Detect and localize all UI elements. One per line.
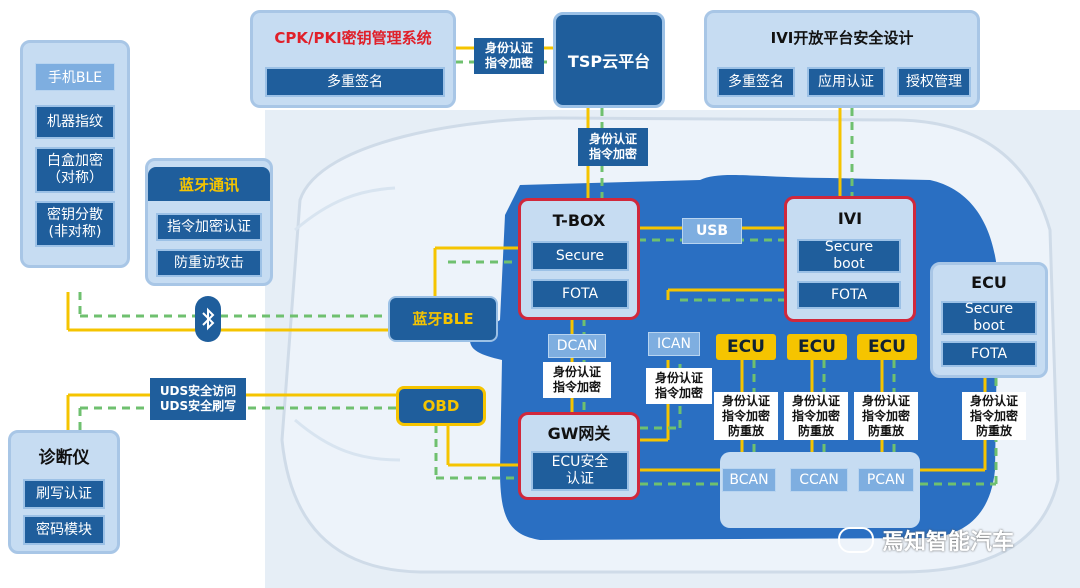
phone-ble-title: 手机BLE: [35, 63, 115, 91]
gateway-node: GW网关 ECU安全 认证: [518, 412, 640, 500]
ecu-right-node: ECU Secure boot FOTA: [930, 262, 1048, 378]
tbox-secure: Secure: [531, 241, 629, 271]
tbox-title: T-BOX: [552, 210, 606, 230]
tbox-node: T-BOX Secure FOTA: [518, 198, 640, 320]
ccan-label: CCAN: [790, 468, 848, 492]
cpk-pki-panel: CPK/PKI密钥管理系统 多重签名: [250, 10, 456, 108]
phone-ble-panel: 手机BLE 机器指纹 白盒加密 （对称） 密钥分散 (非对称): [20, 40, 130, 268]
diagnostic-tool-panel: 诊断仪 刷写认证 密码模块: [8, 430, 120, 554]
auth-label-ecu-2: 身份认证 指令加密 防重放: [784, 392, 848, 440]
ivi-fota: FOTA: [797, 281, 901, 309]
ican-label: ICAN: [648, 332, 700, 356]
ivi-platform-multisig: 多重签名: [717, 67, 795, 97]
tsp-cloud-platform: TSP云平台: [553, 12, 665, 108]
cpk-pki-title: CPK/PKI密钥管理系统: [274, 28, 432, 47]
bluetooth-comm-title: 蓝牙通讯: [148, 167, 270, 201]
ecu-small-2: ECU: [787, 334, 847, 360]
watermark: 焉知智能汽车: [838, 520, 1068, 560]
gateway-ecu-auth: ECU安全 认证: [531, 451, 629, 491]
uds-label: UDS安全访问 UDS安全刷写: [150, 378, 246, 420]
usb-label: USB: [682, 218, 742, 244]
ivi-platform-panel: IVI开放平台安全设计 多重签名 应用认证 授权管理: [704, 10, 980, 108]
tbox-fota: FOTA: [531, 279, 629, 309]
watermark-text: 焉知智能汽车: [882, 530, 1015, 555]
auth-label-ecu-3: 身份认证 指令加密 防重放: [854, 392, 918, 440]
bluetooth-icon: [195, 296, 221, 342]
obd-port: OBD: [396, 386, 486, 426]
ecu-right-secure-boot: Secure boot: [941, 301, 1037, 335]
ivi-platform-title: IVI开放平台安全设计: [770, 28, 914, 47]
auth-label-dcan: 身份认证 指令加密: [543, 362, 611, 398]
bcan-label: BCAN: [722, 468, 776, 492]
anti-replay-attack: 防重访攻击: [156, 249, 262, 277]
ecu-right-fota: FOTA: [941, 341, 1037, 367]
ivi-title: IVI: [837, 208, 863, 228]
machine-fingerprint: 机器指纹: [35, 105, 115, 139]
auth-label-top: 身份认证 指令加密: [474, 38, 544, 74]
auth-label-ecu-right: 身份认证 指令加密 防重放: [962, 392, 1026, 440]
ivi-node: IVI Secure boot FOTA: [784, 196, 916, 322]
auth-label-tsp-tbox: 身份认证 指令加密: [578, 128, 648, 166]
ivi-secure-boot: Secure boot: [797, 239, 901, 273]
diagnostic-tool-title: 诊断仪: [38, 447, 90, 468]
bluetooth-comm-panel: 蓝牙通讯 指令加密认证 防重访攻击: [145, 158, 273, 286]
ecu-small-3: ECU: [857, 334, 917, 360]
key-dispersion: 密钥分散 (非对称): [35, 201, 115, 247]
auth-label-ican: 身份认证 指令加密: [646, 368, 712, 404]
gateway-title: GW网关: [547, 424, 611, 443]
whitebox-encryption: 白盒加密 （对称）: [35, 147, 115, 193]
ecu-small-1: ECU: [716, 334, 776, 360]
ivi-platform-authorization: 授权管理: [897, 67, 971, 97]
dcan-label: DCAN: [548, 334, 606, 358]
ivi-platform-app-auth: 应用认证: [807, 67, 885, 97]
wechat-icon: [838, 527, 874, 553]
ble-module: 蓝牙BLE: [388, 296, 498, 342]
tsp-title: TSP云平台: [567, 52, 651, 71]
pcan-label: PCAN: [858, 468, 914, 492]
auth-label-ecu-1: 身份认证 指令加密 防重放: [714, 392, 778, 440]
ecu-right-title: ECU: [971, 272, 1007, 292]
crypto-module: 密码模块: [23, 515, 105, 545]
flash-auth: 刷写认证: [23, 479, 105, 509]
cpk-multisig: 多重签名: [265, 67, 445, 97]
command-encryption-auth: 指令加密认证: [156, 213, 262, 241]
